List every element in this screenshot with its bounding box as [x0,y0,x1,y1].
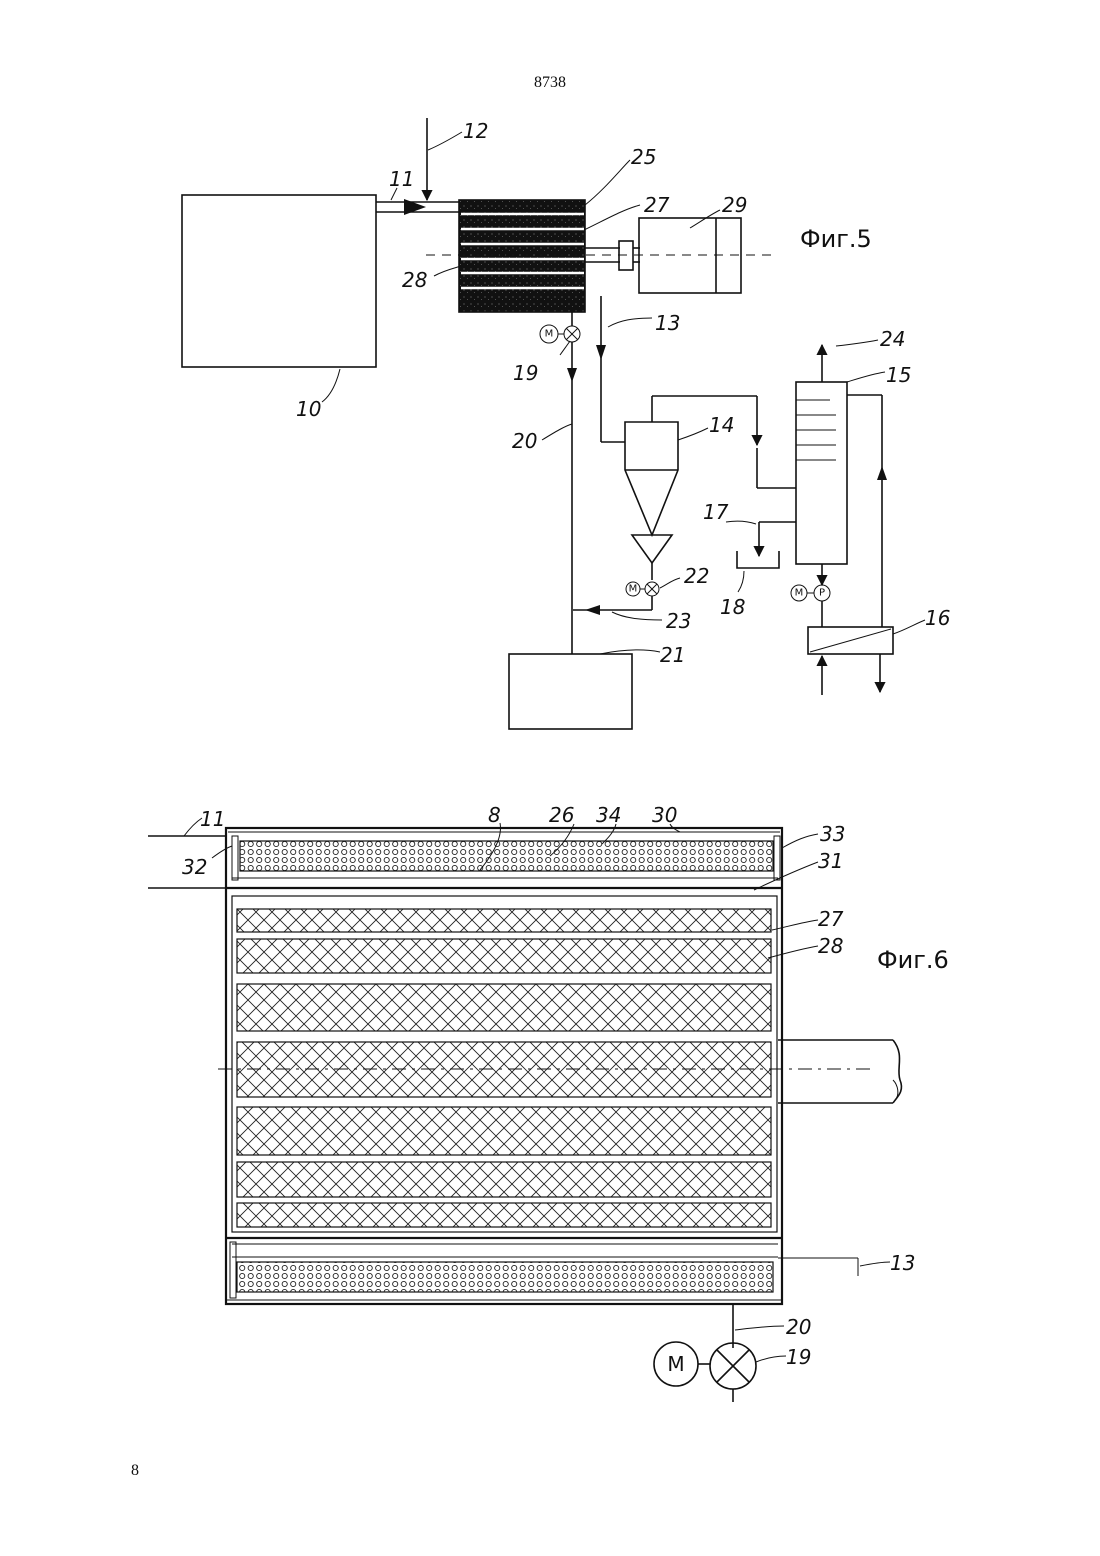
pump-symbol: P [819,588,825,599]
label-13: 13 [655,311,680,335]
label-11: 11 [200,807,225,831]
label-20: 20 [512,429,537,453]
line-13 [596,296,652,442]
label-31: 31 [818,849,843,873]
label-12: 12 [463,119,488,143]
fig5-title: Фиг.5 [800,225,872,253]
top-perforated-plate [240,841,773,871]
label-11: 11 [389,167,414,191]
label-25: 25 [631,145,656,169]
arrow-20 [567,368,577,382]
pump-assembly: M P [791,564,830,627]
reactor-25 [434,160,640,312]
line-11 [376,188,460,215]
label-19: 19 [513,361,538,385]
tank-21 [509,650,660,729]
motor-symbol-3: M [795,588,804,599]
exchanger-16 [808,620,925,695]
label-26: 26 [549,803,574,827]
label-23: 23 [666,609,691,633]
motor-symbol-2: M [629,584,638,595]
label-13: 13 [890,1251,915,1275]
label-27: 27 [818,907,844,931]
label-32: 32 [182,855,207,879]
motor-symbol-1: M [545,329,554,340]
label-34: 34 [596,803,621,827]
valve-22: M [626,578,680,610]
label-14: 14 [709,413,734,437]
line-23 [573,605,662,620]
shaft [778,1040,901,1103]
line-12 [427,118,462,200]
fig6: M 11 8 26 34 30 32 33 [148,803,949,1402]
label-10: 10 [296,397,321,421]
column-15 [726,340,887,627]
label-17: 17 [703,500,729,524]
label-15: 15 [886,363,911,387]
label-16: 16 [925,606,950,630]
label-18: 18 [720,595,745,619]
label-28: 28 [402,268,427,292]
label-22: 22 [684,564,709,588]
motor-symbol: M [667,1352,684,1376]
valve-19: M [540,312,580,355]
catalyst-beds [232,896,777,1232]
bottom-perforated-plate [237,1262,773,1292]
label-24: 24 [880,327,905,351]
label-8: 8 [488,803,501,827]
label-27: 27 [644,193,670,217]
fig5: M [182,118,950,729]
tray-18 [737,551,779,592]
unit-10-box [182,195,376,367]
fig6-title: Фиг.6 [877,946,949,974]
label-30: 30 [652,803,677,827]
label-20: 20 [786,1315,811,1339]
label-19: 19 [786,1345,811,1369]
label-28: 28 [818,934,843,958]
label-21: 21 [660,643,685,667]
label-29: 29 [722,193,747,217]
outlet-20-valve-19: M [654,1304,786,1402]
label-33: 33 [820,822,845,846]
